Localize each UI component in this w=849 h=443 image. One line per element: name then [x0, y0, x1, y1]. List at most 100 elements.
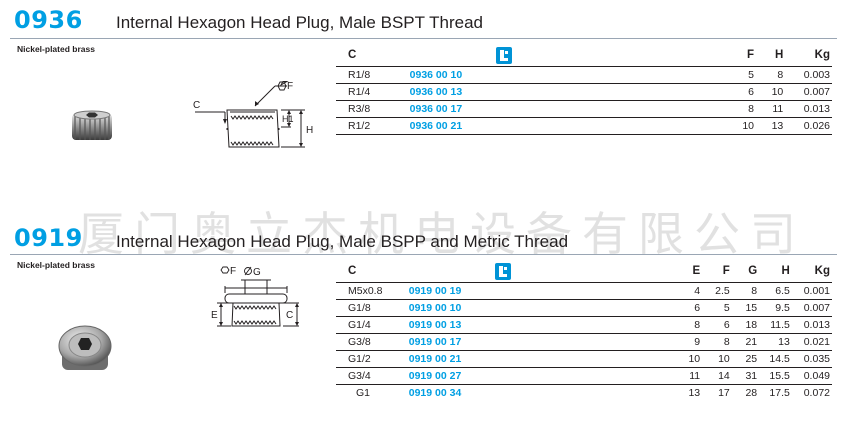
- cell-c: R1/4: [336, 83, 404, 101]
- cell-ref: 0936 00 17: [403, 100, 667, 118]
- diameter-icon: [277, 81, 289, 91]
- cell-ref: 0919 00 17: [402, 333, 645, 351]
- cell-h: 17.5: [759, 384, 792, 401]
- col-header-h: H: [774, 49, 784, 61]
- col-header-ref: [403, 260, 645, 283]
- col-header-h: H: [781, 265, 790, 277]
- col-header-f: F: [746, 49, 754, 61]
- cell-kg: 0.013: [785, 100, 832, 118]
- cell-kg: 0.035: [791, 350, 832, 368]
- product-title: Internal Hexagon Head Plug, Male BSPT Th…: [116, 13, 483, 32]
- dim-label-f: F: [287, 81, 293, 92]
- cell-ref: 0936 00 10: [403, 66, 667, 84]
- cell-f: 2.5: [702, 282, 732, 300]
- cell-h: 15.5: [759, 367, 792, 385]
- table-row: R3/8 0936 00 17 8 11 0.013: [336, 100, 832, 118]
- cell-f: 5: [702, 299, 732, 317]
- cell-kg: 0.013: [791, 316, 832, 334]
- table-header: C F H Kg: [336, 44, 832, 67]
- table-header: C E F G H Kg: [336, 260, 832, 283]
- product-section-0936: 0936 Internal Hexagon Head Plug, Male BS…: [0, 0, 849, 195]
- cell-h: 11.5: [759, 316, 792, 334]
- cell-kg: 0.007: [791, 299, 832, 317]
- table-row: M5x0.8 0919 00 19 4 2.5 8 6.5 0.001: [336, 282, 832, 300]
- table-row: R1/8 0936 00 10 5 8 0.003: [336, 66, 832, 84]
- cell-e: 6: [644, 299, 703, 317]
- table-row: G3/4 0919 00 27 11 14 31 15.5 0.049: [336, 367, 832, 385]
- cell-e: 10: [644, 350, 703, 368]
- dim-label-f: F: [230, 266, 236, 277]
- cell-ref: 0919 00 10: [402, 299, 645, 317]
- cell-ref: 0919 00 21: [402, 350, 645, 368]
- table-row: G3/8 0919 00 17 9 8 21 13 0.021: [336, 333, 832, 351]
- cell-f: 10: [702, 350, 732, 368]
- technical-drawing: C F H1 H: [193, 81, 313, 148]
- technical-drawing: F G E C: [211, 266, 299, 327]
- cell-h: 9.5: [759, 299, 792, 317]
- cell-ref: 0919 00 27: [402, 367, 645, 385]
- cell-c: G1/4: [336, 316, 403, 334]
- table-row: R1/2 0936 00 21 10 13 0.026: [336, 117, 832, 135]
- cell-g: 28: [731, 384, 760, 401]
- cell-c: G3/8: [336, 333, 403, 351]
- cell-c: G1/8: [336, 299, 403, 317]
- product-section-0919: 0919 Internal Hexagon Head Plug, Male BS…: [0, 210, 849, 443]
- cell-h: 13: [756, 117, 786, 135]
- cell-g: 21: [731, 333, 760, 351]
- product-code: 0936: [14, 6, 83, 34]
- cell-kg: 0.001: [791, 282, 832, 300]
- cell-e: 9: [644, 333, 703, 351]
- dim-label-g: G: [253, 267, 261, 278]
- cell-e: 11: [644, 367, 703, 385]
- product-title: Internal Hexagon Head Plug, Male BSPP an…: [116, 232, 569, 251]
- catalog-reference-icon: [494, 262, 511, 280]
- col-header-g: G: [748, 265, 758, 277]
- cell-f: 8: [702, 333, 732, 351]
- cell-h: 14.5: [759, 350, 792, 368]
- cell-c: G3/4: [336, 367, 403, 385]
- cell-ref: 0936 00 21: [403, 117, 667, 135]
- cell-kg: 0.021: [791, 333, 832, 351]
- cell-h: 11: [756, 100, 786, 118]
- cell-c: G1: [336, 384, 403, 401]
- product-code: 0919: [14, 224, 83, 252]
- material-label: Nickel-plated brass: [17, 44, 95, 54]
- col-header-e: E: [692, 265, 701, 277]
- cell-f: 6: [666, 83, 756, 101]
- table-row: R1/4 0936 00 13 6 10 0.007: [336, 83, 832, 101]
- cell-ref: 0936 00 13: [403, 83, 667, 101]
- cell-f: 8: [666, 100, 756, 118]
- cell-g: 15: [731, 299, 760, 317]
- cell-f: 17: [702, 384, 732, 401]
- cell-c: R3/8: [336, 100, 404, 118]
- cell-e: 13: [644, 384, 703, 401]
- cell-kg: 0.003: [785, 66, 832, 84]
- col-header-kg: Kg: [814, 49, 830, 61]
- cell-h: 8: [756, 66, 786, 84]
- cell-g: 31: [731, 367, 760, 385]
- diameter-icon: [244, 266, 252, 276]
- cell-f: 5: [666, 66, 756, 84]
- cell-h: 13: [759, 333, 792, 351]
- cell-kg: 0.072: [791, 384, 832, 401]
- cell-f: 10: [666, 117, 756, 135]
- plug-photo: [58, 325, 112, 370]
- table-row: G1 0919 00 34 13 17 28 17.5 0.072: [336, 384, 832, 401]
- plug-photo: [72, 110, 112, 140]
- cell-kg: 0.026: [785, 117, 832, 135]
- cell-g: 18: [731, 316, 760, 334]
- table-row: G1/2 0919 00 21 10 10 25 14.5 0.035: [336, 350, 832, 368]
- cell-c: R1/2: [336, 117, 404, 135]
- col-header-ref: [404, 44, 667, 67]
- cell-c: R1/8: [336, 66, 404, 84]
- cell-ref: 0919 00 19: [402, 282, 645, 300]
- cell-ref: 0919 00 13: [402, 316, 645, 334]
- dim-label-h1: H1: [282, 114, 294, 124]
- table-row: G1/8 0919 00 10 6 5 15 9.5 0.007: [336, 299, 832, 317]
- dim-label-c: C: [193, 100, 200, 111]
- header-rule: [10, 38, 837, 39]
- hexagon-icon: [220, 266, 230, 274]
- spec-table-0936: C F H Kg R1/8 0936 00 10 5: [336, 44, 832, 135]
- header-rule: [10, 254, 837, 255]
- dim-label-c: C: [286, 310, 293, 321]
